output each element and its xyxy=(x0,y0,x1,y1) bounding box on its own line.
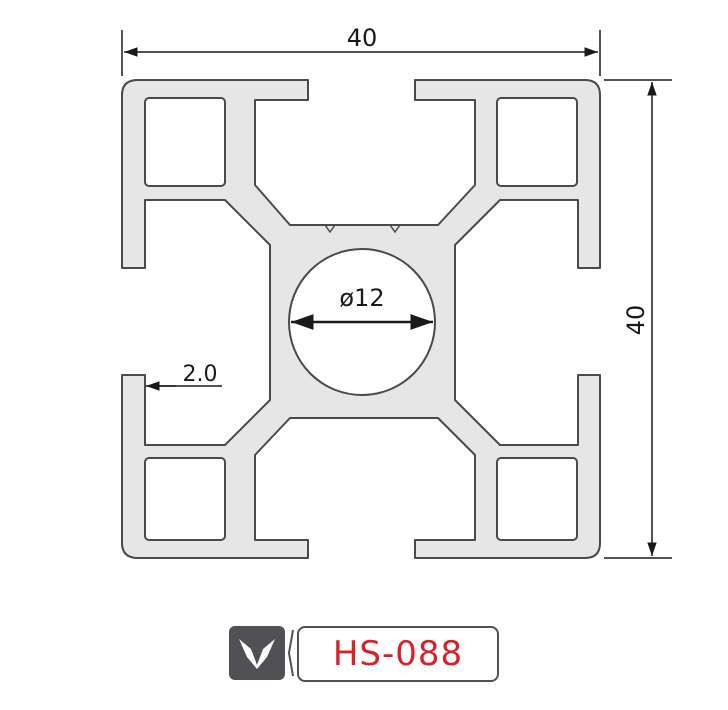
width-label: 40 xyxy=(347,24,378,52)
product-code: HS-088 xyxy=(332,634,464,674)
dimension-lines xyxy=(121,30,672,559)
cavity-top-left xyxy=(144,97,226,187)
cavity-top-right xyxy=(496,97,578,187)
cavity-bottom-right xyxy=(496,457,578,541)
profile-cross-section xyxy=(121,79,601,559)
height-label: 40 xyxy=(622,305,650,336)
product-code-frame: HS-088 xyxy=(297,626,499,682)
bore-label: ø12 xyxy=(339,284,384,312)
label-separator xyxy=(287,629,294,677)
wall-thickness-label: 2.0 xyxy=(183,362,218,387)
cavity-bottom-left xyxy=(144,457,226,541)
brand-logo xyxy=(229,626,285,680)
web-notches xyxy=(324,224,401,234)
product-label: HS-088 xyxy=(229,626,499,682)
eagle-wings-icon xyxy=(239,639,275,669)
